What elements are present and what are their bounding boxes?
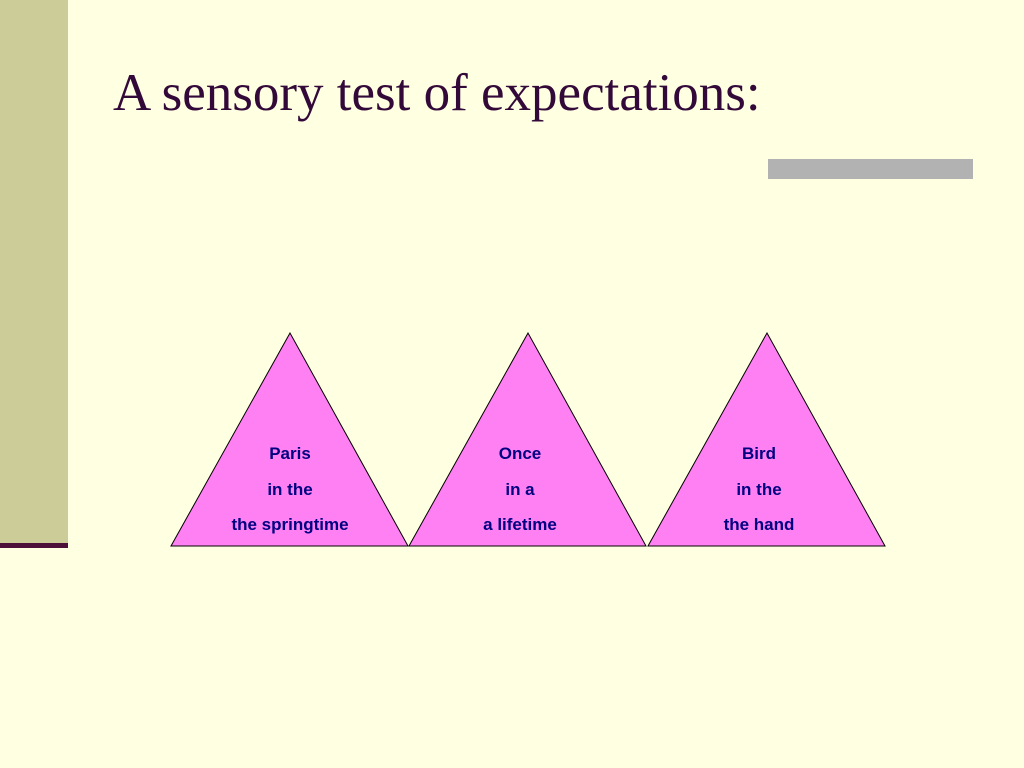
triangle-shape (408, 331, 647, 547)
triangle-line-3: the hand (724, 515, 795, 534)
triangle-shape (170, 331, 409, 547)
triangle-line-1: Bird (742, 444, 776, 463)
accent-bar (768, 159, 973, 179)
triangle-line-3: a lifetime (483, 515, 557, 534)
triangle-line-1: Paris (269, 444, 311, 463)
triangle-line-1: Once (499, 444, 542, 463)
triangle-line-2: in a (505, 480, 535, 499)
triangle-line-2: in the (267, 480, 312, 499)
left-side-bar-underline (0, 543, 68, 548)
triangle-once: Once in a a lifetime (408, 331, 647, 547)
triangle-paris: Paris in the the springtime (170, 331, 409, 547)
triangle-shape (647, 331, 886, 547)
left-side-bar (0, 0, 68, 543)
triangle-bird: Bird in the the hand (647, 331, 886, 547)
slide-title: A sensory test of expectations: (113, 64, 761, 122)
triangle-line-2: in the (736, 480, 781, 499)
triangle-line-3: the springtime (231, 515, 348, 534)
